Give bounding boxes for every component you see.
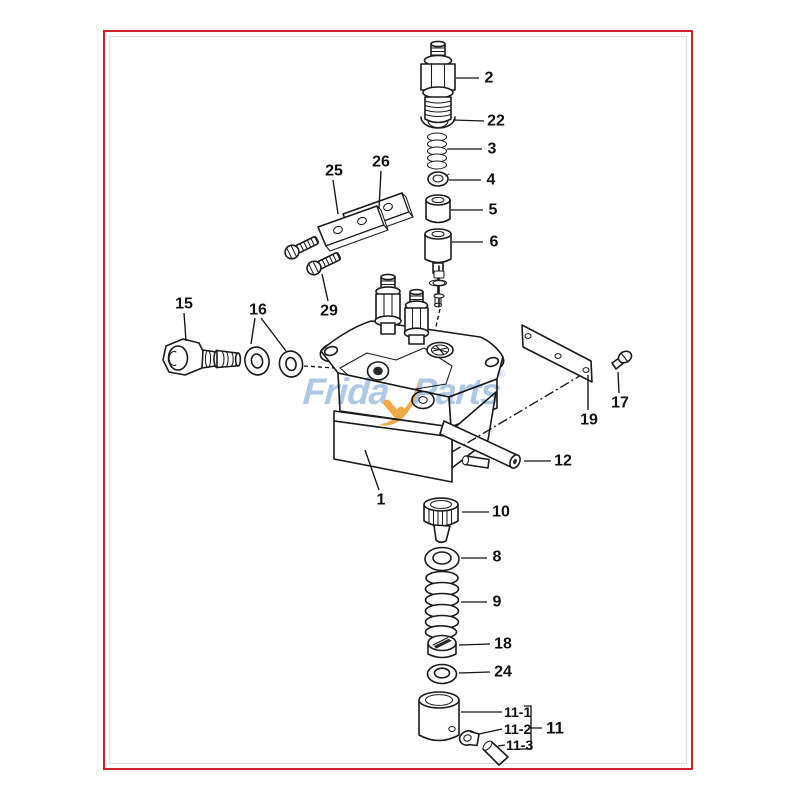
callout-3: 3	[488, 141, 497, 158]
part-3-spring	[426, 132, 448, 170]
part-11-2-roller	[458, 730, 480, 747]
part-19-bracket-plate	[521, 324, 593, 383]
callout-labels: 2 22 3 4 5 6 25 26 29 15 16 17 19 12 1 1…	[175, 70, 629, 754]
part-18-lower-seat	[427, 634, 457, 659]
part-4-washer	[427, 171, 450, 187]
callout-17: 17	[611, 395, 629, 412]
callout-29: 29	[320, 303, 338, 320]
part-17-bolt	[611, 350, 633, 370]
part-5-spacer	[425, 194, 451, 224]
callout-2: 2	[485, 70, 494, 87]
part-29-bolts	[284, 236, 342, 276]
stud	[432, 265, 446, 307]
callout-19: 19	[580, 412, 598, 429]
callout-15: 15	[175, 296, 193, 313]
callout-11: 11	[546, 719, 564, 738]
part-11-1-tappet-body	[418, 691, 460, 742]
center-line	[451, 370, 589, 453]
part-15-banjo-bolt	[162, 338, 242, 376]
part-24-washer	[426, 663, 458, 685]
part-11-3-pin	[482, 740, 509, 766]
callout-5: 5	[489, 202, 498, 219]
callout-10: 10	[492, 504, 510, 521]
callout-11-2: 11-2	[504, 721, 531, 737]
part-9-spring	[424, 570, 460, 639]
part-22-gasket	[420, 116, 456, 129]
part-12-shaft	[439, 420, 521, 469]
callout-9: 9	[493, 594, 502, 611]
callout-18: 18	[494, 636, 512, 653]
callout-24: 24	[494, 664, 512, 681]
part-11-tappet-assembly	[418, 691, 509, 766]
callout-11-1: 11-1	[504, 704, 531, 720]
callout-11-3: 11-3	[506, 737, 533, 753]
valve-holder-a	[374, 273, 402, 335]
callout-8: 8	[493, 549, 502, 566]
callout-12: 12	[554, 453, 572, 470]
callout-1: 1	[377, 492, 386, 509]
callout-25: 25	[325, 163, 343, 180]
part-8-spring-seat	[424, 546, 460, 572]
callout-22: 22	[487, 113, 505, 130]
callout-4: 4	[487, 172, 496, 189]
valve-holder-b	[403, 288, 430, 345]
part-2-valve-holder	[420, 40, 456, 124]
leader-lines	[183, 77, 620, 750]
part-25-clamp-bar	[317, 205, 389, 252]
part-10-tappet-cap	[423, 497, 459, 544]
callout-6: 6	[490, 234, 499, 251]
callout-16: 16	[249, 302, 267, 319]
callout-26: 26	[372, 154, 390, 171]
